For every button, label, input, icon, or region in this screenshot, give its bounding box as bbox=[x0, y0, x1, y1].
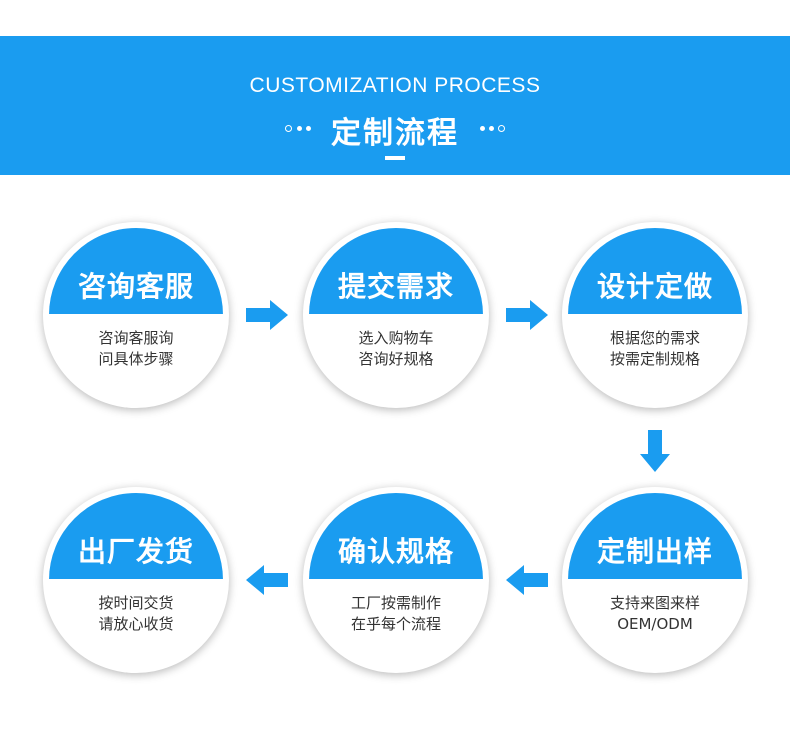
arrow-left-icon bbox=[506, 565, 548, 595]
header-banner: CUSTOMIZATION PROCESS 定制流程 bbox=[0, 36, 790, 175]
arrow-right-icon bbox=[506, 300, 548, 330]
step-description: 咨询客服询 问具体步骤 bbox=[98, 329, 174, 368]
step-submit-request: 提交需求 选入购物车 咨询好规格 bbox=[303, 222, 489, 408]
step-title: 出厂发货 bbox=[77, 535, 194, 568]
step-description: 根据您的需求 按需定制规格 bbox=[609, 329, 700, 368]
header-subtitle: CUSTOMIZATION PROCESS bbox=[249, 74, 541, 97]
step-description: 按时间交货 请放心收货 bbox=[98, 594, 174, 633]
arrow-left-icon bbox=[246, 565, 288, 595]
step-confirm-spec: 确认规格 工厂按需制作 在乎每个流程 bbox=[303, 487, 489, 673]
left-decorative-dots bbox=[283, 124, 323, 134]
step-title: 提交需求 bbox=[337, 270, 454, 303]
arrow-right-icon bbox=[246, 300, 288, 330]
step-description: 选入购物车 咨询好规格 bbox=[358, 329, 434, 368]
right-decorative-dots bbox=[478, 124, 518, 134]
step-description: 工厂按需制作 在乎每个流程 bbox=[350, 594, 441, 633]
header-underline bbox=[385, 156, 405, 160]
step-title: 设计定做 bbox=[596, 270, 713, 303]
step-factory-ship: 出厂发货 按时间交货 请放心收货 bbox=[43, 487, 229, 673]
step-consult-service: 咨询客服 咨询客服询 问具体步骤 bbox=[43, 222, 229, 408]
arrow-down-icon bbox=[640, 430, 670, 472]
step-design-custom: 设计定做 根据您的需求 按需定制规格 bbox=[562, 222, 748, 408]
step-title: 确认规格 bbox=[337, 535, 454, 568]
step-description: 支持来图来样 OEM/ODM bbox=[609, 594, 700, 633]
step-title: 咨询客服 bbox=[77, 270, 194, 303]
step-title: 定制出样 bbox=[596, 535, 713, 568]
step-custom-sample: 定制出样 支持来图来样 OEM/ODM bbox=[562, 487, 748, 673]
header-title: 定制流程 bbox=[331, 116, 459, 151]
